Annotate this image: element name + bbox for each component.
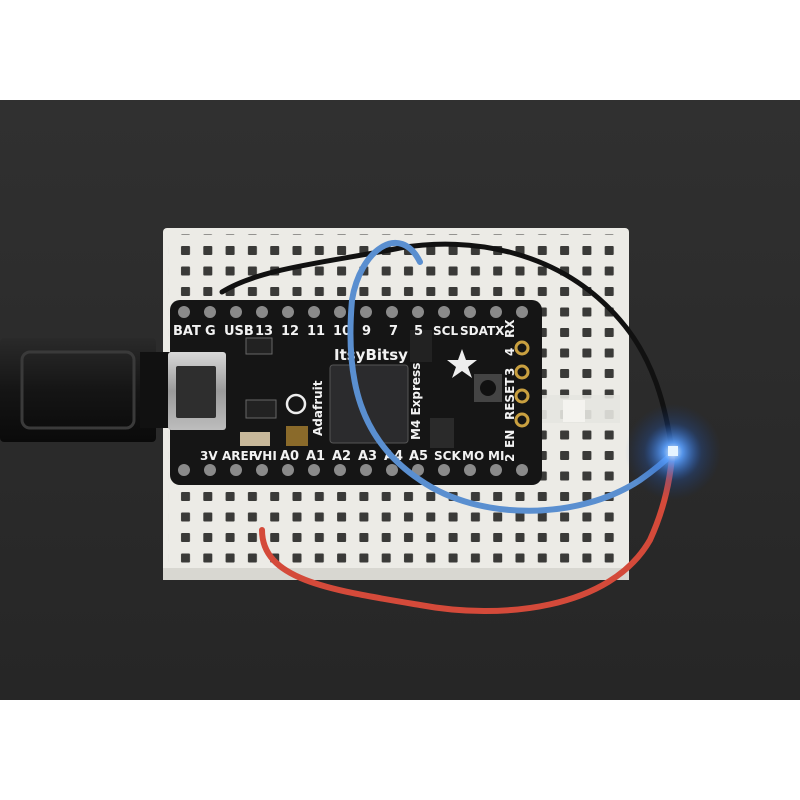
board-name: ItsyBitsy bbox=[334, 346, 408, 364]
label-5: 5 bbox=[414, 324, 423, 339]
label-3: 3 bbox=[503, 368, 517, 376]
label-aref: AREF bbox=[222, 449, 257, 463]
chip-label: M4 Express bbox=[409, 363, 423, 440]
label-rx: RX bbox=[503, 319, 517, 338]
label-scl: SCL bbox=[433, 324, 458, 338]
regulator bbox=[245, 337, 273, 355]
label-3v: 3V bbox=[200, 449, 218, 463]
label-tx: TX bbox=[487, 324, 505, 338]
label-a5: A5 bbox=[409, 449, 428, 464]
gold-pads-right bbox=[514, 340, 530, 428]
red-wire bbox=[259, 455, 675, 614]
label-bat: BAT bbox=[173, 324, 201, 339]
label-2: 2 bbox=[503, 454, 517, 462]
label-usb: USB bbox=[224, 324, 254, 339]
silkscreen-bottom-labels: 3V AREF VHI A0 A1 A2 A3 A4 A5 SCK MO MI bbox=[200, 449, 504, 464]
star-logo-icon bbox=[447, 349, 477, 378]
label-a0: A0 bbox=[280, 449, 299, 464]
label-mo: MO bbox=[462, 449, 484, 463]
label-a3: A3 bbox=[358, 449, 377, 464]
label-en: EN bbox=[503, 430, 517, 448]
blue-led bbox=[668, 446, 678, 456]
label-vhi: VHI bbox=[253, 449, 277, 463]
label-a2: A2 bbox=[332, 449, 351, 464]
usb-cable bbox=[0, 338, 172, 442]
label-10: 10 bbox=[333, 324, 351, 339]
label-7: 7 bbox=[389, 324, 398, 339]
label-11: 11 bbox=[307, 324, 325, 339]
label-13: 13 bbox=[255, 324, 273, 339]
label-sck: SCK bbox=[434, 449, 461, 463]
label-4: 4 bbox=[503, 348, 517, 356]
label-12: 12 bbox=[281, 324, 299, 339]
black-wire bbox=[219, 241, 675, 453]
label-g: G bbox=[205, 324, 216, 339]
silkscreen-right-labels: RX 4 3 RESET EN 2 bbox=[503, 319, 517, 462]
header-pins-top bbox=[178, 306, 528, 318]
header-pins-bottom bbox=[178, 464, 528, 476]
label-a1: A1 bbox=[306, 449, 325, 464]
light-sensor bbox=[286, 426, 308, 446]
adafruit-logo-icon bbox=[285, 393, 307, 415]
brand-name: Adafruit bbox=[311, 380, 325, 436]
microcontroller-chip bbox=[329, 364, 409, 444]
silkscreen-top-labels: BAT G USB 13 12 11 10 9 7 5 SCL SDA TX bbox=[173, 324, 505, 339]
label-mi: MI bbox=[488, 449, 504, 463]
label-9: 9 bbox=[362, 324, 371, 339]
label-sda: SDA bbox=[460, 324, 489, 338]
label-reset: RESET bbox=[503, 377, 517, 420]
